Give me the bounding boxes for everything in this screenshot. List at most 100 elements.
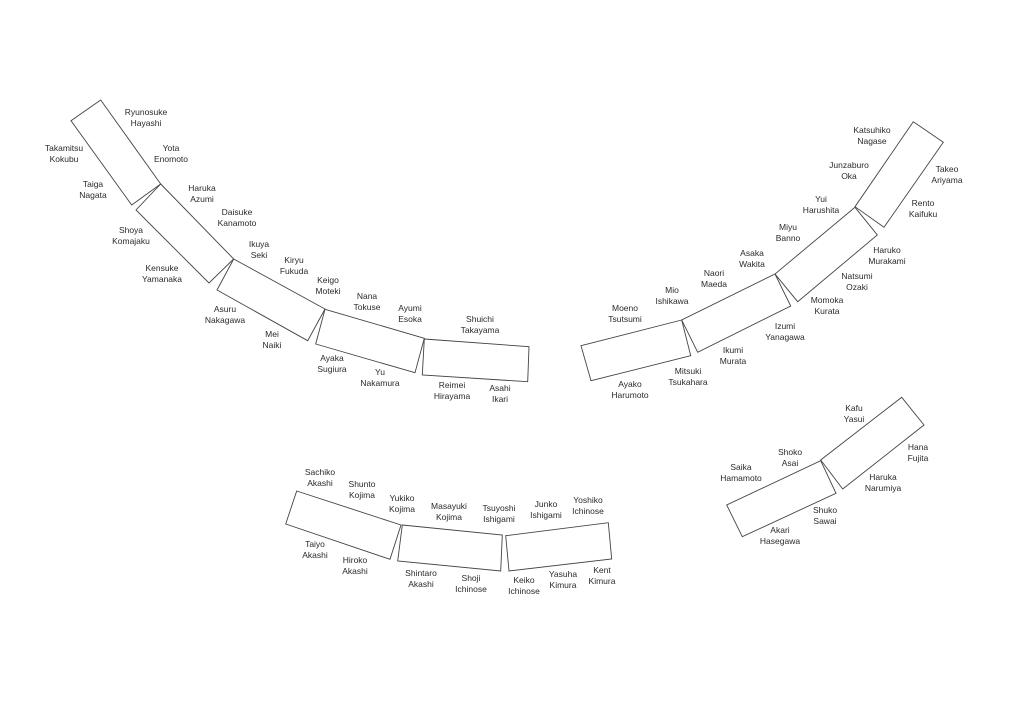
first-name: Yu	[375, 367, 385, 377]
first-name: Ayako	[618, 379, 642, 389]
first-name: Shoji	[461, 573, 481, 583]
first-name: Yukiko	[389, 493, 415, 503]
first-name: Shoko	[777, 447, 803, 457]
first-name: Shuichi	[466, 314, 494, 324]
table-1	[70, 99, 162, 206]
first-name: Natsumi	[841, 271, 873, 281]
first-name: Reimei	[438, 380, 466, 390]
last-name: Ishigami	[530, 510, 562, 520]
first-name: Junzaburo	[829, 160, 869, 170]
first-name: Hiroko	[342, 555, 368, 565]
first-name: Shunto	[348, 479, 376, 489]
last-name: Sawai	[813, 516, 837, 526]
last-name: Ishikawa	[655, 296, 689, 306]
last-name: Fujita	[907, 453, 929, 463]
last-name: Murata	[719, 356, 747, 366]
first-name: Yasuha	[548, 569, 578, 579]
table-2	[135, 183, 235, 284]
first-name: Haruko	[873, 245, 901, 255]
first-name: Kent	[593, 565, 611, 575]
last-name: Yamanaka	[141, 274, 183, 284]
first-name: Momoka	[810, 295, 844, 305]
last-name: Tsukahara	[668, 377, 708, 387]
first-name: Mitsuki	[674, 366, 702, 376]
last-name: Kojima	[436, 512, 462, 522]
first-name: Moeno	[611, 303, 638, 313]
last-name: Nakamura	[360, 378, 400, 388]
table-13	[397, 524, 503, 572]
last-name: Akashi	[342, 566, 368, 576]
last-name: Nakagawa	[204, 315, 246, 325]
first-name: Keigo	[317, 275, 339, 285]
last-name: Harumoto	[611, 390, 649, 400]
last-name: Esoka	[398, 314, 422, 324]
first-name: Kafu	[845, 403, 863, 413]
last-name: Ozaki	[846, 282, 868, 292]
first-name: Yui	[815, 194, 827, 204]
last-name: Seki	[250, 250, 268, 260]
last-name: Fukuda	[279, 266, 309, 276]
last-name: Asai	[781, 458, 799, 468]
last-name: Yanagawa	[765, 332, 805, 342]
last-name: Akashi	[307, 478, 333, 488]
last-name: Tsutsumi	[608, 314, 642, 324]
first-name: Shuko	[812, 505, 838, 515]
table-5	[421, 338, 530, 383]
table-14	[505, 522, 613, 572]
first-name: Takamitsu	[44, 143, 84, 153]
first-name: Ayumi	[398, 303, 422, 313]
first-name: Takeo	[935, 164, 959, 174]
last-name: Naiki	[262, 340, 282, 350]
first-name: Mei	[265, 329, 279, 339]
first-name: Junko	[534, 499, 558, 509]
first-name: Ayaka	[320, 353, 344, 363]
last-name: Wakita	[739, 259, 765, 269]
last-name: Enomoto	[153, 154, 189, 164]
last-name: Nagase	[857, 136, 887, 146]
table-4	[315, 308, 425, 374]
first-name: Taiyo	[305, 539, 325, 549]
last-name: Murakami	[868, 256, 906, 266]
last-name: Kojima	[349, 490, 375, 500]
last-name: Akashi	[408, 579, 434, 589]
last-name: Narumiya	[864, 483, 902, 493]
first-name: Shintaro	[405, 568, 437, 578]
last-name: Kimura	[549, 580, 577, 590]
last-name: Ichinose	[508, 586, 540, 596]
first-name: Akari	[770, 525, 790, 535]
